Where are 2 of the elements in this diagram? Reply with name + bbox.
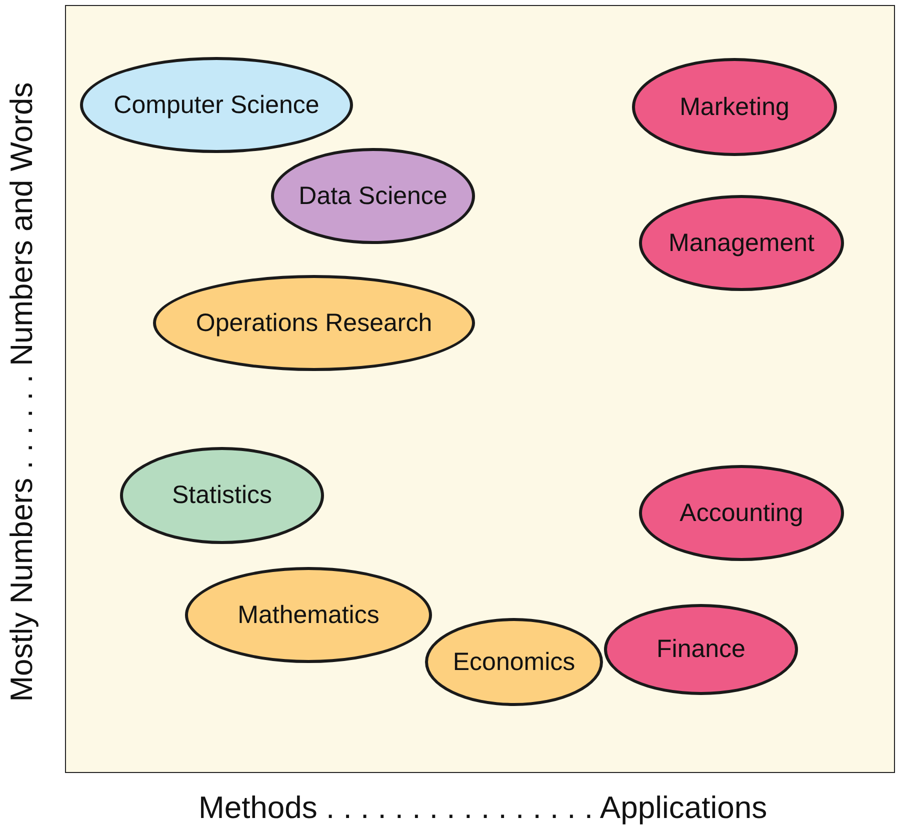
vertical-axis-label: Mostly Numbers . . . . . . Numbers and Words [4, 82, 40, 702]
horizontal-axis-label: Methods . . . . . . . . . . . . . . . . Applications [198, 790, 768, 826]
